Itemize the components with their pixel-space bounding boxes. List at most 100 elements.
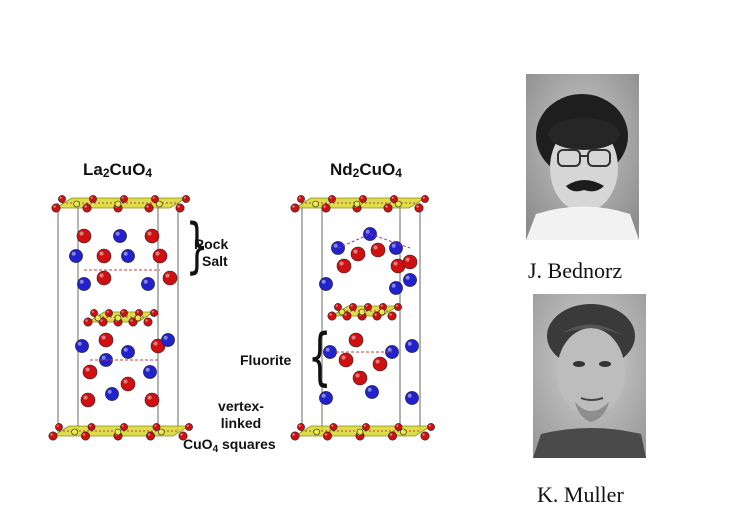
nd-atom-17 bbox=[372, 356, 388, 372]
nd-atom-1-highlight bbox=[333, 243, 338, 248]
la-atom-15-highlight bbox=[163, 335, 168, 340]
la-top-layer-oxygen-4-highlight bbox=[177, 205, 180, 208]
la-bottom-layer-oxygen-top-0 bbox=[55, 423, 63, 431]
la-atom-6 bbox=[152, 248, 168, 264]
la-bottom-layer-oxygen-top-4 bbox=[185, 423, 193, 431]
nd-atom-10-highlight bbox=[405, 275, 410, 280]
la-bottom-layer-oxygen-top-2-highlight bbox=[121, 424, 124, 427]
la-bottom-layer-oxygen-1 bbox=[81, 431, 91, 441]
nd-top-layer-oxygen-4-highlight bbox=[416, 205, 419, 208]
structure-title-nd2cuo4: Nd2CuO4 bbox=[330, 160, 402, 180]
la-top-layer-copper-0 bbox=[73, 200, 80, 208]
la-top-layer-oxygen-3 bbox=[144, 203, 154, 213]
nd-mid-layer-oxygen-4 bbox=[387, 311, 397, 321]
la-mid-layer-oxygen-3 bbox=[128, 317, 138, 327]
la-atom-14-highlight bbox=[153, 341, 158, 346]
la-top-layer-oxygen-top-1-highlight bbox=[90, 196, 93, 199]
nd-mid-layer-oxygen-top-4-highlight bbox=[395, 304, 398, 307]
la-bottom-layer-oxygen-4 bbox=[178, 431, 188, 441]
nd-bottom-layer-oxygen-top-1 bbox=[329, 423, 338, 431]
la-bottom-layer-copper-1 bbox=[114, 428, 122, 436]
nd-mid-layer-oxygen-4-highlight bbox=[389, 313, 392, 316]
fluorite-label: Fluorite bbox=[240, 352, 292, 368]
nd-atom-16-highlight bbox=[355, 373, 360, 378]
la-bottom-layer-copper-2-highlight bbox=[159, 430, 162, 432]
la-atom-10-highlight bbox=[165, 273, 170, 278]
nd-mid-layer-oxygen-top-2-highlight bbox=[365, 304, 368, 307]
nd-bottom-layer-oxygen-4 bbox=[420, 431, 430, 441]
la-mid-layer-oxygen-4-highlight bbox=[145, 319, 148, 322]
la-top-layer-oxygen-0-highlight bbox=[53, 205, 56, 208]
nd-mid-layer-oxygen-0-highlight bbox=[329, 313, 332, 316]
la-atom-5-highlight bbox=[123, 251, 128, 256]
la-atom-8-highlight bbox=[99, 273, 104, 278]
la-mid-layer-oxygen-top-4-highlight bbox=[151, 310, 154, 313]
nd-atom-2-highlight bbox=[391, 243, 396, 248]
la-mid-layer-oxygen-0-highlight bbox=[85, 319, 88, 322]
la-atom-12-highlight bbox=[101, 335, 106, 340]
la-mid-layer-oxygen-top-0-highlight bbox=[91, 310, 94, 313]
nd-mid-layer-copper-2-highlight bbox=[380, 310, 382, 312]
nd-atom-16 bbox=[352, 370, 368, 386]
nd-atom-9-highlight bbox=[391, 283, 396, 288]
la-mid-layer-oxygen-top-0 bbox=[90, 309, 98, 317]
nd-atom-19 bbox=[365, 385, 379, 399]
nd-atom-14-highlight bbox=[407, 341, 412, 346]
la-atom-1-highlight bbox=[115, 231, 120, 236]
la-atom-18 bbox=[120, 376, 136, 392]
nd-atom-18-highlight bbox=[321, 393, 326, 398]
la-atom-16-highlight bbox=[85, 367, 90, 372]
la-atom-13-highlight bbox=[123, 347, 128, 352]
nd-bond-1 bbox=[337, 233, 371, 249]
nd-atom-3-highlight bbox=[353, 249, 358, 254]
la-bottom-layer-oxygen-top-3-highlight bbox=[154, 424, 157, 427]
la-atom-4-highlight bbox=[99, 251, 104, 256]
nd-bond-2 bbox=[369, 233, 411, 249]
la-top-layer-oxygen-top-3-highlight bbox=[152, 196, 155, 199]
nd-top-layer-oxygen-top-0-highlight bbox=[298, 196, 301, 199]
la-bottom-layer-oxygen-top-0-highlight bbox=[56, 424, 59, 427]
nd-bottom-layer-oxygen-top-4-highlight bbox=[428, 424, 431, 427]
la-atom-19-highlight bbox=[145, 367, 150, 372]
la-atom-18-highlight bbox=[123, 379, 128, 384]
la-top-layer-oxygen-top-4 bbox=[182, 195, 190, 203]
nd-top-layer-copper-2 bbox=[395, 200, 402, 208]
la-mid-layer-copper-0 bbox=[94, 314, 102, 322]
la-atom-22-highlight bbox=[147, 395, 152, 400]
la-bottom-layer-oxygen-3 bbox=[146, 431, 156, 441]
nd-bottom-layer-copper-1 bbox=[356, 428, 364, 436]
la-mid-layer-oxygen-top-2 bbox=[120, 309, 128, 317]
la-mid-layer-oxygen-top-1-highlight bbox=[106, 310, 109, 313]
la-atom-2-highlight bbox=[147, 231, 152, 236]
nd-top-layer-oxygen-0-highlight bbox=[292, 205, 295, 208]
nd-mid-layer-oxygen-top-3-highlight bbox=[380, 304, 383, 307]
la-top-layer-copper-2 bbox=[156, 200, 163, 208]
la-atom-3-highlight bbox=[71, 251, 76, 256]
la-atom-7 bbox=[77, 277, 91, 291]
la-atom-17-highlight bbox=[101, 355, 106, 360]
nd-bottom-layer-copper-0 bbox=[313, 428, 320, 436]
nd-top-layer-copper-0-highlight bbox=[313, 202, 316, 204]
la-atom-7-highlight bbox=[79, 279, 84, 284]
nd-top-layer-oxygen-3 bbox=[383, 203, 393, 213]
la-bottom-layer-oxygen-1-highlight bbox=[82, 433, 86, 436]
nd-mid-layer-oxygen-3 bbox=[372, 311, 382, 321]
la-mid-layer-oxygen-top-1 bbox=[105, 309, 113, 317]
nd-bottom-layer-copper-2-highlight bbox=[401, 430, 404, 432]
la-atom-5 bbox=[121, 249, 135, 263]
la-mid-layer-oxygen-top-3-highlight bbox=[136, 310, 139, 313]
nd-top-layer-oxygen-top-0 bbox=[297, 195, 305, 203]
la-top-layer-copper-1-highlight bbox=[116, 202, 118, 204]
muller-photo bbox=[533, 294, 646, 458]
la-atom-19 bbox=[143, 365, 157, 379]
nd-atom-6-highlight bbox=[393, 261, 398, 266]
la-top-layer-oxygen-1-highlight bbox=[84, 205, 87, 208]
nd-atom-17-highlight bbox=[375, 359, 380, 364]
nd-bottom-layer-oxygen-1-highlight bbox=[324, 433, 328, 436]
la-atom-11 bbox=[75, 339, 89, 353]
la-mid-layer-copper-2 bbox=[134, 314, 142, 322]
nd-atom-10 bbox=[403, 273, 417, 287]
nd-bottom-layer-oxygen-top-3 bbox=[394, 423, 403, 431]
la-top-layer-oxygen-top-1 bbox=[89, 195, 97, 203]
nd-atom-20 bbox=[405, 391, 419, 405]
